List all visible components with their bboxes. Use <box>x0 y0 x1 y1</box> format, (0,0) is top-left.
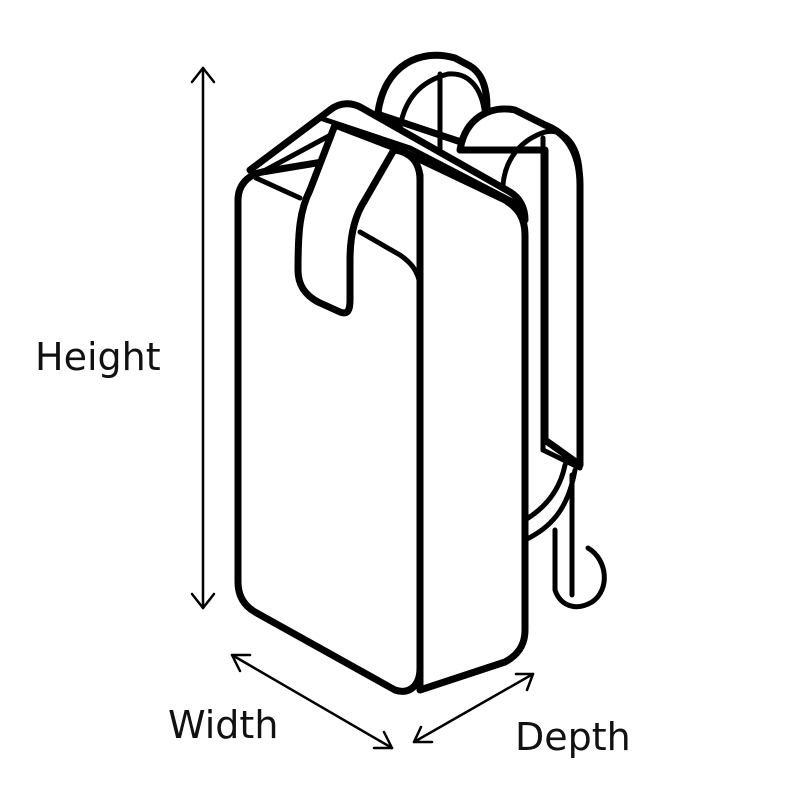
flap-strap <box>294 121 399 317</box>
right-strap-inner <box>500 128 583 188</box>
top-edge-left <box>253 175 303 201</box>
height-arrow-head-top <box>190 66 216 84</box>
lower-strap-hook <box>522 462 607 610</box>
width-arrow-head-right <box>372 730 394 750</box>
backpack-body <box>234 100 529 695</box>
front-face <box>234 146 424 695</box>
flap-crease <box>357 229 423 288</box>
height-label: Height <box>35 335 161 379</box>
lower-strap-curve-outer <box>522 462 568 523</box>
depth-arrow-head-left <box>412 725 434 744</box>
lower-strap-curve-inner <box>522 467 578 543</box>
left-strap-inner <box>397 71 488 131</box>
width-arrow <box>230 653 394 750</box>
hook <box>552 527 607 610</box>
front-flap <box>294 121 423 317</box>
depth-label: Depth <box>515 715 631 759</box>
width-arrow-head-left <box>230 653 252 673</box>
width-label: Width <box>168 703 278 747</box>
right-strap-bottom <box>540 447 583 471</box>
height-arrow-head-bottom <box>190 592 216 610</box>
width-arrow-line <box>230 653 394 750</box>
depth-arrow-line <box>412 672 535 744</box>
height-arrow <box>190 66 216 610</box>
depth-arrow <box>412 672 535 744</box>
right-strap-loop <box>456 105 584 469</box>
shoulder-straps <box>374 51 584 471</box>
side-face <box>396 146 529 694</box>
depth-arrow-head-right <box>514 672 535 692</box>
